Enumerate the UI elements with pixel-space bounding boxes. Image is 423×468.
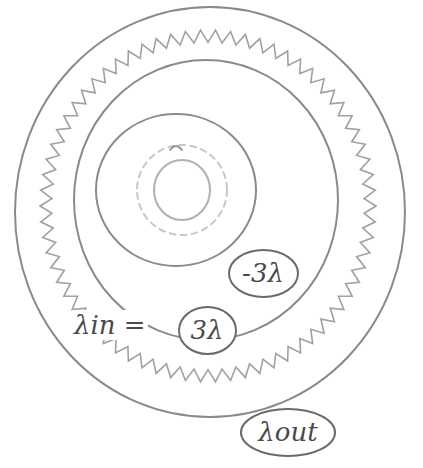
outer-shell-inner-edge [74,60,338,340]
charge-label: λout [258,417,317,447]
circled-label: λout [239,407,337,458]
inner-cylinder [96,114,256,266]
shell-shading [40,30,376,382]
circled-label: -3λ [227,248,300,299]
charge-label: λin = [72,310,148,340]
outer-shell-edge [15,7,405,417]
charge-label: 3λ [190,315,223,345]
inner-core-shading [137,145,227,235]
charge-mark [170,146,182,150]
charge-label: -3λ [242,258,284,288]
inner-core [154,160,210,220]
circled-label: 3λ [177,305,238,356]
